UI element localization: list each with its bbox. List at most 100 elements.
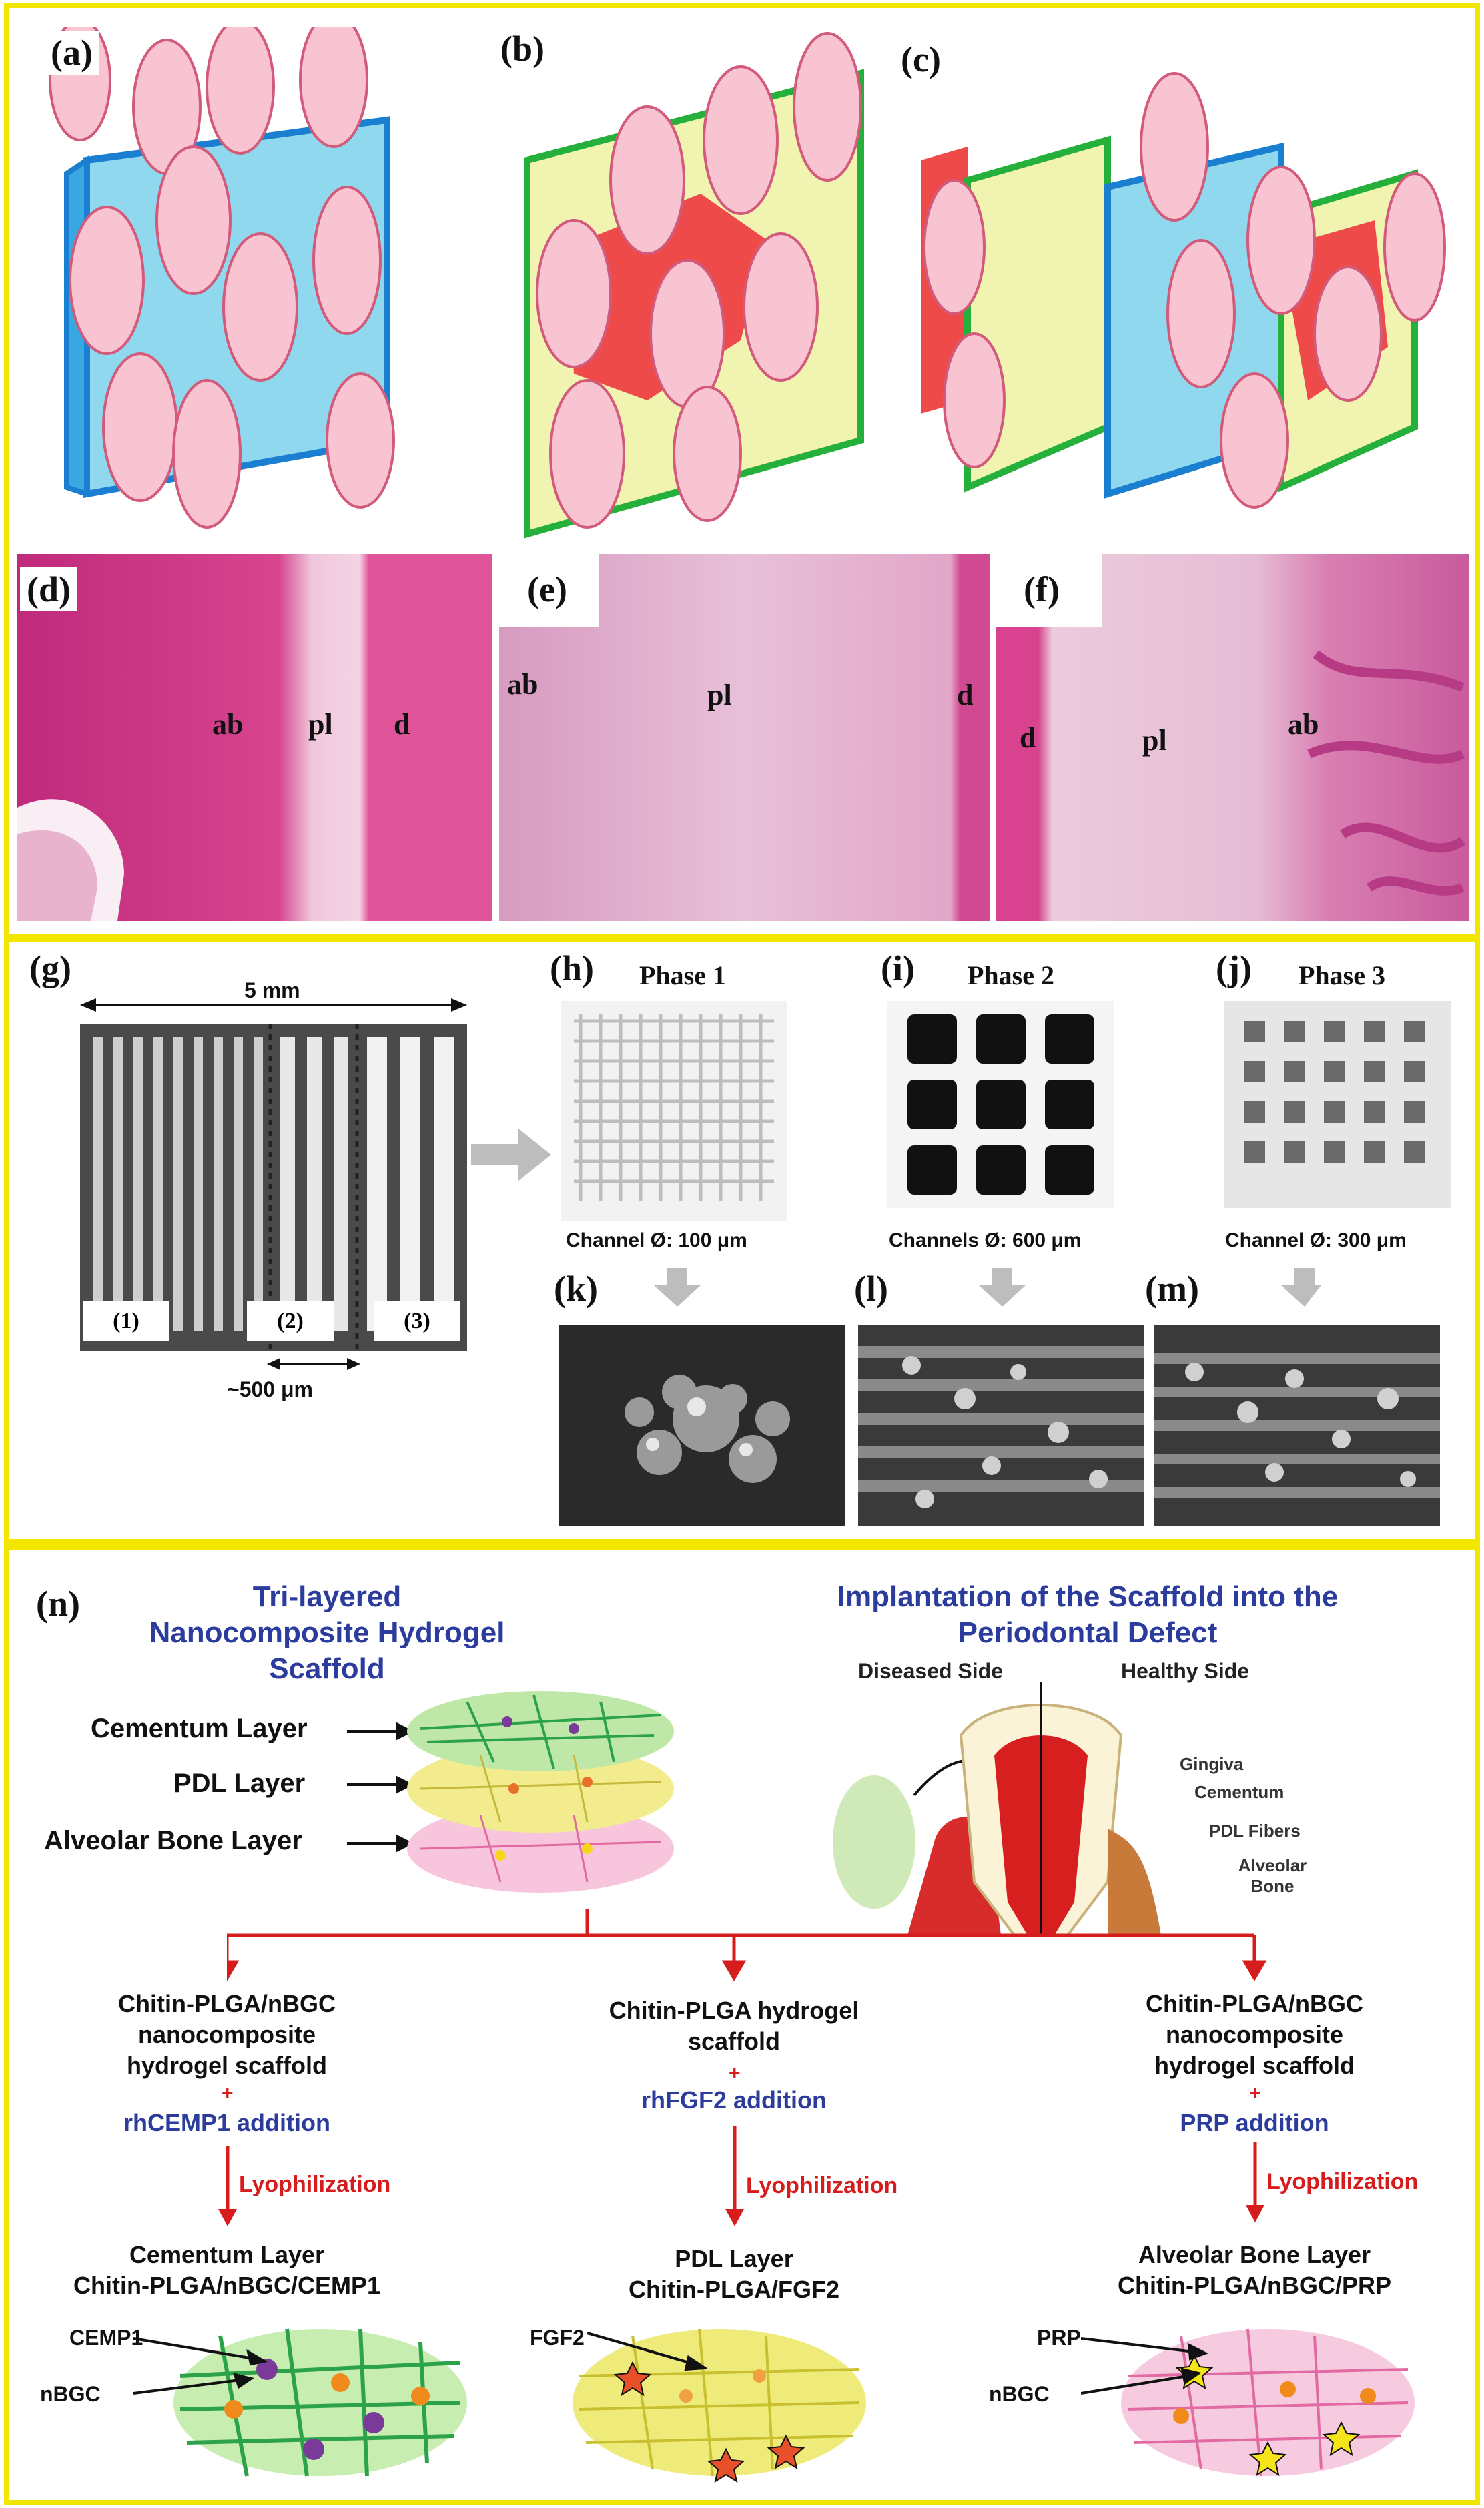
frame-middle <box>4 937 1480 1544</box>
col3-lyo-arrow <box>1246 2142 1264 2222</box>
histology-e <box>499 554 990 921</box>
sketch-b <box>524 32 864 539</box>
col3-marker-nbgc: nBGC <box>989 2382 1050 2406</box>
sketch-a <box>49 27 395 529</box>
diseased-side-label: Diseased Side <box>858 1659 1003 1683</box>
panel-label-n: (n) <box>36 1583 80 1624</box>
panel-label-b: (b) <box>494 27 551 71</box>
phase-2-channel: Channels Ø: 600 μm <box>889 1229 1082 1251</box>
scaffold-part-1: (1) <box>83 1301 169 1341</box>
scaffold-width-arrow <box>80 998 467 1012</box>
phase-1-title: Phase 1 <box>639 960 726 990</box>
layer-pointer-arrows <box>347 1722 414 1853</box>
sem-m <box>1154 1325 1440 1526</box>
scaffold-part-3: (3) <box>374 1301 460 1341</box>
col1-material: Chitin-PLGA/nBGC nanocomposite hydrogel … <box>118 1990 336 2079</box>
frame-bottom <box>4 1544 1480 2505</box>
panel-label-e: (e) <box>520 567 574 611</box>
histo-e-label-2: pl <box>707 679 732 711</box>
col2-result-formula: Chitin-PLGA/FGF2 <box>629 2276 839 2303</box>
phase-3-title: Phase 3 <box>1298 960 1385 990</box>
col1-addition: rhCEMP1 addition <box>123 2109 330 2136</box>
col3-marker-prp: PRP <box>1037 2326 1081 2350</box>
phase-3-image <box>1224 1001 1451 1208</box>
panel-label-m: (m) <box>1145 1268 1199 1309</box>
col3-result-formula: Chitin-PLGA/nBGC/PRP <box>1118 2272 1391 2299</box>
flow-arrow-right <box>471 1128 551 1181</box>
anatomy-pdl-fibers: PDL Fibers <box>1209 1821 1301 1841</box>
scaffold-width-label: 5 mm <box>244 978 300 1002</box>
panel-label-j: (j) <box>1216 948 1252 989</box>
col2-material: Chitin-PLGA hydrogel scaffold <box>609 1997 859 2055</box>
gap-arrow <box>267 1358 360 1370</box>
scaffold-part-2: (2) <box>247 1301 334 1341</box>
anatomy-alveolar-bone: Alveolar Bone <box>1238 1855 1307 1896</box>
col1-result-title: Cementum Layer <box>129 2241 325 2268</box>
col2-process: Lyophilization <box>746 2173 898 2198</box>
histo-e-label-1: ab <box>507 668 538 701</box>
panel-label-h: (h) <box>550 948 594 989</box>
col2-plus: + <box>729 2062 741 2084</box>
col2-result-title: PDL Layer <box>675 2245 793 2272</box>
flow-tree <box>227 1909 1267 1981</box>
col1-lyo-arrow <box>218 2146 237 2226</box>
col1-plus: + <box>222 2082 234 2104</box>
anatomy-gingiva: Gingiva <box>1180 1754 1244 1774</box>
panel-label-l: (l) <box>854 1268 888 1309</box>
col2-marker-arrow <box>587 2332 707 2371</box>
panel-label-d: (d) <box>20 567 77 611</box>
histology-f <box>996 554 1469 921</box>
panel-label-f: (f) <box>1017 567 1066 611</box>
col2-layer-illustration <box>573 2328 866 2483</box>
sketch-c <box>921 72 1446 509</box>
histo-f-label-2: pl <box>1142 724 1167 757</box>
histo-f-label-1: d <box>1020 721 1036 754</box>
col1-marker-cemp1: CEMP1 <box>69 2326 143 2350</box>
panel-label-g: (g) <box>29 948 71 989</box>
sem-k <box>559 1325 845 1526</box>
col1-marker-nbgc: nBGC <box>40 2382 101 2406</box>
col3-result-title: Alveolar Bone Layer <box>1138 2241 1371 2268</box>
col3-addition: PRP addition <box>1180 2109 1329 2136</box>
panel-label-k: (k) <box>554 1268 598 1309</box>
healthy-side-label: Healthy Side <box>1121 1659 1250 1683</box>
panel-label-i: (i) <box>881 948 915 989</box>
histo-d-label-3: d <box>394 708 410 741</box>
anatomy-cementum: Cementum <box>1194 1782 1284 1802</box>
col3-marker-arrows <box>1081 2337 1209 2395</box>
tri-layer-scaffold <box>407 1691 674 1893</box>
col1-layer-illustration <box>173 2328 467 2477</box>
phase-3-channel: Channel Ø: 300 μm <box>1225 1229 1407 1251</box>
col2-lyo-arrow <box>725 2126 744 2226</box>
col1-process: Lyophilization <box>239 2172 391 2197</box>
col3-plus: + <box>1249 2082 1261 2104</box>
histo-d-label-2: pl <box>308 708 333 741</box>
scaffold-section-image <box>80 1024 467 1351</box>
col3-material: Chitin-PLGA/nBGC nanocomposite hydrogel … <box>1146 1990 1363 2079</box>
phase-2-image <box>887 1001 1114 1208</box>
phase-2-title: Phase 2 <box>968 960 1054 990</box>
histo-e-label-3: d <box>957 679 974 711</box>
panel-label-a: (a) <box>44 31 99 75</box>
title-tri-layered: Tri-layered Nanocomposite Hydrogel Scaff… <box>149 1580 505 1685</box>
phase-1-image <box>561 1001 787 1221</box>
histo-d-label-1: ab <box>212 708 244 741</box>
title-implantation: Implantation of the Scaffold into the Pe… <box>837 1580 1339 1649</box>
col1-marker-arrows <box>133 2337 267 2395</box>
panel-label-c: (c) <box>894 37 948 81</box>
layer-cementum-label: Cementum Layer <box>91 1714 308 1743</box>
down-arrows <box>654 1268 1321 1307</box>
col3-process: Lyophilization <box>1266 2169 1419 2194</box>
col2-marker-fgf2: FGF2 <box>530 2326 585 2350</box>
phase-1-channel: Channel Ø: 100 μm <box>566 1229 747 1251</box>
col3-layer-illustration <box>1121 2328 1415 2477</box>
col1-result-formula: Chitin-PLGA/nBGC/CEMP1 <box>73 2272 380 2299</box>
gap-label: ~500 μm <box>227 1377 313 1401</box>
layer-alveolar-label: Alveolar Bone Layer <box>44 1826 302 1855</box>
histo-f-label-3: ab <box>1288 708 1319 741</box>
sem-l <box>858 1325 1144 1526</box>
histology-d <box>17 554 492 921</box>
tooth-diagram <box>833 1682 1161 1935</box>
col2-addition: rhFGF2 addition <box>641 2086 827 2114</box>
layer-pdl-label: PDL Layer <box>173 1769 306 1798</box>
